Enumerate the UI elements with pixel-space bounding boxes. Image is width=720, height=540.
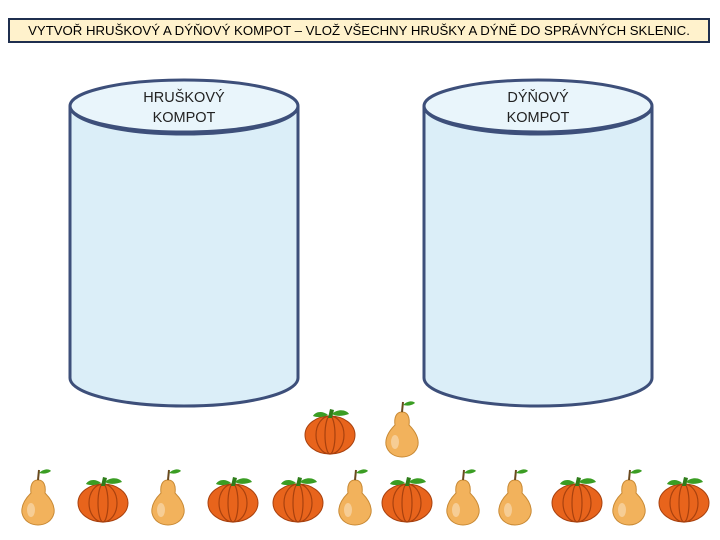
pear-compote-jar[interactable]: HRUŠKOVÝ KOMPOT xyxy=(68,78,300,408)
pumpkin-icon[interactable] xyxy=(303,404,357,461)
pumpkin-icon[interactable] xyxy=(271,472,325,529)
jar-label: DÝŇOVÝ KOMPOT xyxy=(422,88,654,128)
pumpkin-icon[interactable] xyxy=(76,472,130,529)
pear-icon[interactable] xyxy=(146,466,190,531)
pumpkin-icon[interactable] xyxy=(380,472,434,529)
jar-label-line2: KOMPOT xyxy=(152,110,216,126)
pumpkin-icon[interactable] xyxy=(657,472,711,529)
pear-icon[interactable] xyxy=(493,466,537,531)
jar-label-line1: HRUŠKOVÝ xyxy=(143,90,225,106)
instruction-banner: VYTVOŘ HRUŠKOVÝ A DÝŇOVÝ KOMPOT – VLOŽ V… xyxy=(8,18,710,43)
pear-icon[interactable] xyxy=(333,466,377,531)
jar-label-line1: DÝŇOVÝ xyxy=(507,90,569,106)
instruction-text: VYTVOŘ HRUŠKOVÝ A DÝŇOVÝ KOMPOT – VLOŽ V… xyxy=(28,23,690,38)
jar-shape xyxy=(68,78,300,408)
pear-icon[interactable] xyxy=(607,466,651,531)
jar-shape xyxy=(422,78,654,408)
jar-label: HRUŠKOVÝ KOMPOT xyxy=(68,88,300,128)
jar-label-line2: KOMPOT xyxy=(506,110,570,126)
pumpkin-icon[interactable] xyxy=(206,472,260,529)
pear-icon[interactable] xyxy=(441,466,485,531)
pear-icon[interactable] xyxy=(16,466,60,531)
pumpkin-icon[interactable] xyxy=(550,472,604,529)
pumpkin-compote-jar[interactable]: DÝŇOVÝ KOMPOT xyxy=(422,78,654,408)
pear-icon[interactable] xyxy=(380,398,424,463)
